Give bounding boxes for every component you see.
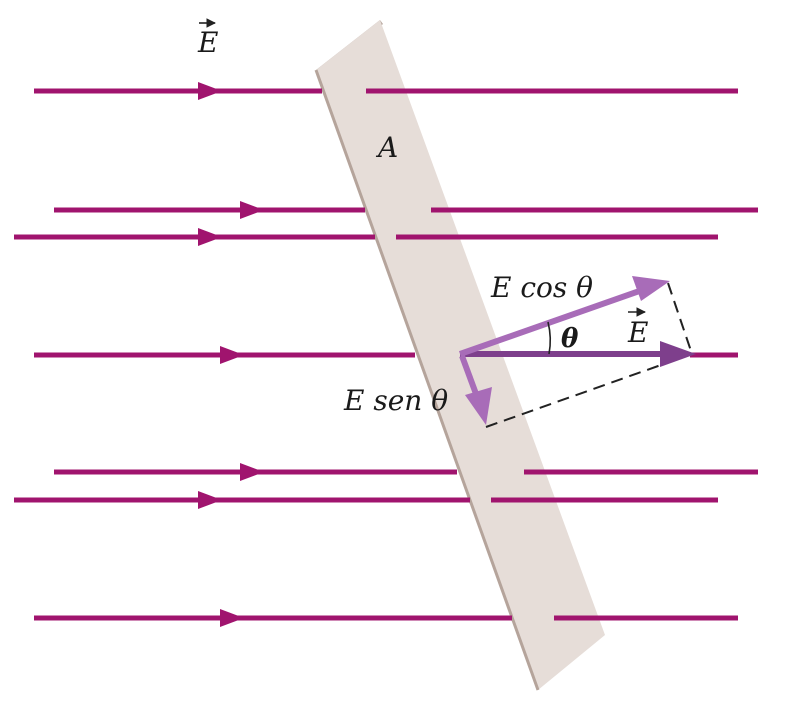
dashed-line-right — [667, 282, 693, 355]
arrow-head-icon — [198, 491, 222, 509]
angle-symbol-label: θ — [561, 324, 579, 354]
angle-arc — [547, 321, 552, 355]
arrow-head-icon — [220, 609, 244, 627]
label-field-symbol-group: E — [197, 18, 218, 59]
sin-component-label: E sen θ — [343, 384, 448, 417]
field-vector-label: E — [627, 316, 648, 349]
sin-component-arrowhead — [465, 387, 492, 425]
field-vector-arrowhead — [660, 341, 696, 367]
arrow-head-icon — [240, 463, 264, 481]
area-symbol-label: A — [375, 131, 398, 164]
component-dashed-lines — [485, 282, 693, 428]
arrow-head-icon — [198, 82, 222, 100]
field-symbol-label: E — [197, 26, 218, 59]
arrow-head-icon — [240, 201, 264, 219]
field-line-arrowheads — [198, 82, 264, 627]
plate-left-edge — [314, 69, 540, 691]
dashed-line-bottom — [485, 353, 693, 428]
arrow-head-icon — [220, 346, 244, 364]
arrow-head-icon — [198, 228, 222, 246]
field-lines — [14, 88, 758, 621]
label-field-vector-group: E — [627, 307, 648, 349]
cos-component-label: E cos θ — [490, 271, 593, 304]
cos-component-shaft — [459, 285, 649, 357]
cos-component-arrowhead — [632, 276, 670, 301]
